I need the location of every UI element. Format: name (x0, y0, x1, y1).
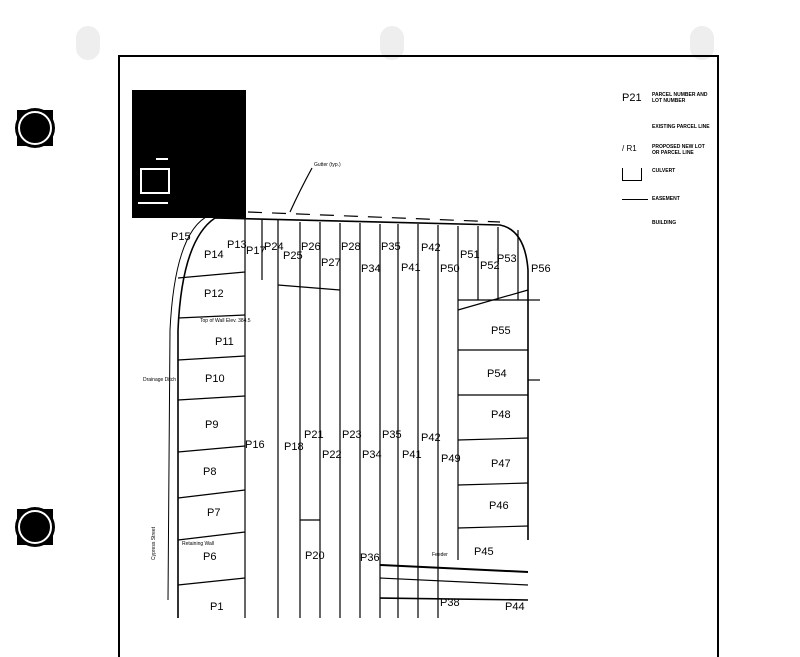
parcel-label: P36 (360, 552, 380, 564)
parcel-label: P15 (171, 231, 191, 243)
parcel-label: P21 (304, 429, 324, 441)
parcel-label: P48 (491, 409, 511, 421)
binder-hole-bottom (17, 509, 53, 545)
gutter-label: Gutter (typ.) (314, 162, 341, 168)
parcel-label: P47 (491, 458, 511, 470)
parcel-label: P9 (205, 419, 218, 431)
legend-text: BUILDING (652, 220, 677, 226)
parcel-label: P35 (381, 241, 401, 253)
legend-text: PARCEL NUMBER AND LOT NUMBER (652, 92, 708, 104)
parcel-label: P38 (440, 597, 460, 609)
parcel-label: P6 (203, 551, 216, 563)
parcel-label: P12 (204, 288, 224, 300)
retaining-wall-label: Retaining Wall (182, 541, 214, 547)
parcel-label: P41 (401, 262, 421, 274)
parcel-label: P10 (205, 373, 225, 385)
location-inset-map (132, 90, 246, 218)
parcel-label: P23 (342, 429, 362, 441)
drawing-frame (118, 55, 719, 657)
parcel-label: P56 (531, 263, 551, 275)
parcel-label: P45 (474, 546, 494, 558)
parcel-label: P42 (421, 432, 441, 444)
binder-hole-top (17, 110, 53, 146)
parcel-label: P50 (440, 263, 460, 275)
parcel-label: P26 (301, 241, 321, 253)
legend-text: CULVERT (652, 168, 676, 174)
parcel-label: P52 (480, 260, 500, 272)
parcel-label: P46 (489, 500, 509, 512)
scan-artifact (690, 26, 714, 60)
scan-artifact (380, 26, 404, 60)
parcel-labels: P15 P14 P13 P17 P24 P25 P26 P27 P28 P34 … (171, 231, 551, 613)
parcel-label: P41 (402, 449, 422, 461)
legend-symbol: P21 (622, 92, 642, 104)
parcel-label: P20 (305, 550, 325, 562)
parcel-label: P18 (284, 441, 304, 453)
parcel-label: P13 (227, 239, 247, 251)
parcel-label: P24 (264, 241, 284, 253)
parcel-label: P42 (421, 242, 441, 254)
parcel-label: P11 (215, 336, 234, 348)
parcel-label: P16 (245, 439, 265, 451)
parcel-label: P34 (362, 449, 382, 461)
drainage-label: Drainage Ditch (143, 377, 176, 383)
parcel-label: P34 (361, 263, 381, 275)
street-label: Cypress Street (151, 526, 157, 560)
scan-artifact (76, 26, 100, 60)
parcel-lines (167, 167, 540, 618)
parcel-label: P27 (321, 257, 341, 269)
parcel-label: P17 (246, 245, 266, 257)
parcel-label: P22 (322, 449, 342, 461)
parcel-label: P1 (210, 601, 223, 613)
parcel-label: P53 (497, 253, 517, 265)
top-of-wall-note: Top of Wall Elev. 384.5 (200, 318, 251, 324)
parcel-label: P25 (283, 250, 303, 262)
legend-text: PROPOSED NEW LOT OR PARCEL LINE (652, 144, 705, 156)
legend-text: EXISTING PARCEL LINE (652, 124, 710, 130)
parcel-map: Gutter (typ.) Drainage Ditch Top of Wall… (143, 162, 551, 618)
culvert-symbol-icon (622, 168, 642, 181)
feeder-label: Feeder (432, 552, 448, 558)
parcel-label: P14 (204, 249, 224, 261)
legend-symbol: / R1 (622, 144, 637, 153)
parcel-label: P54 (487, 368, 507, 380)
parcel-label: P7 (207, 507, 220, 519)
easement-line-icon (622, 199, 648, 200)
parcel-label: P44 (505, 601, 525, 613)
parcel-label: P8 (203, 466, 216, 478)
parcel-label: P51 (460, 249, 480, 261)
parcel-label: P28 (341, 241, 361, 253)
legend-text: EASEMENT (652, 196, 680, 202)
parcel-label: P49 (441, 453, 461, 465)
parcel-label: P35 (382, 429, 402, 441)
parcel-label: P55 (491, 325, 511, 337)
